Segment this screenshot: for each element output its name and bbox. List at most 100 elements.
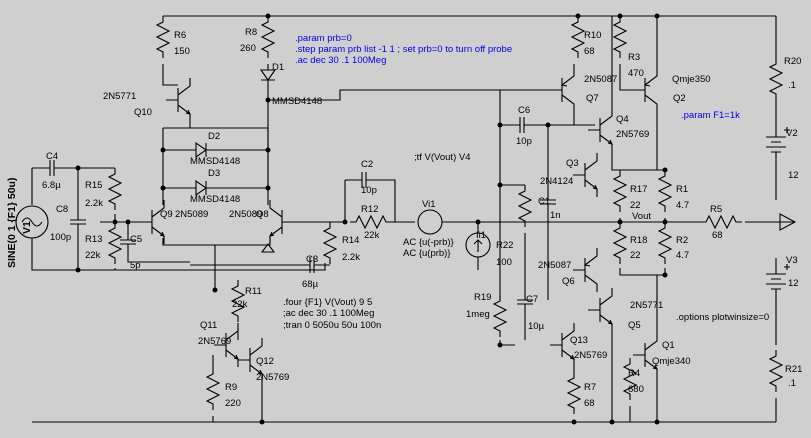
label-r22-value: 100 xyxy=(496,257,512,268)
directive-four: .four {F1} V(Vout) 9 5 xyxy=(283,297,372,308)
label-q5-value: 2N5771 xyxy=(630,300,663,311)
label-c7-value: 10µ xyxy=(528,321,545,332)
label-r12-value: 22k xyxy=(364,230,380,241)
label-q12-value: 2N5769 xyxy=(256,372,289,383)
label-r4-name: R4 xyxy=(628,368,640,379)
label-r7-name: R7 xyxy=(584,382,596,393)
resistor-r3 xyxy=(613,15,627,59)
resistor-r22 xyxy=(518,184,532,228)
diode-d2 xyxy=(189,142,213,158)
label-q6-value: 2N5087 xyxy=(538,260,571,271)
label-r7-value: 68 xyxy=(584,398,595,409)
net-label-vout: Vout xyxy=(632,211,651,222)
label-v2-value: 12 xyxy=(788,170,799,181)
label-r2-name: R2 xyxy=(676,235,688,246)
resistor-r9 xyxy=(206,367,220,411)
label-q4-value: 2N5769 xyxy=(616,129,649,140)
label-r2-value: 4.7 xyxy=(676,250,689,261)
label-r15-name: R15 xyxy=(85,180,102,191)
label-r3-value: 470 xyxy=(628,68,644,79)
label-q7-name: Q7 xyxy=(586,93,599,104)
label-v2-name: V2 xyxy=(786,128,798,139)
label-c8-name: C8 xyxy=(56,204,68,215)
label-r18-value: 22 xyxy=(630,250,641,261)
capacitor-c8 xyxy=(69,209,87,235)
label-r17-value: 22 xyxy=(630,200,641,211)
label-q8-name: Q8 xyxy=(256,209,269,220)
label-q7-value: 2N5087 xyxy=(584,74,617,85)
label-d2-name: D2 xyxy=(208,131,220,142)
label-ii1-value: AC {u(prb)} xyxy=(403,248,451,259)
label-c5-name: C5 xyxy=(130,234,142,245)
label-r14-name: R14 xyxy=(342,235,359,246)
label-r10-name: R10 xyxy=(584,30,601,41)
transistor-q7 xyxy=(549,67,575,113)
directive-param-f1: .param F1=1k xyxy=(681,110,740,121)
label-c6-name: C6 xyxy=(518,105,530,116)
label-r19-name: R19 xyxy=(474,292,491,303)
label-q3-name: Q3 xyxy=(566,158,579,169)
label-q2-name: Q2 xyxy=(673,93,686,104)
label-c5-value: 5p xyxy=(130,260,141,271)
directive-tf: ;tf V(Vout) V4 xyxy=(414,152,471,163)
label-r20-name: R20 xyxy=(784,56,801,67)
diode-d3 xyxy=(189,180,213,196)
label-d3-name: D3 xyxy=(208,168,220,179)
directive-param-prb: .param prb=0 xyxy=(295,33,352,44)
label-r8-value: 260 xyxy=(240,43,256,54)
resistor-r21 xyxy=(769,349,783,393)
label-d2-value: MMSD4148 xyxy=(190,156,240,167)
label-v3-name: V3 xyxy=(786,255,798,266)
label-q1-value: Qmje340 xyxy=(652,356,691,367)
capacitor-c6 xyxy=(509,116,535,134)
resistor-r14 xyxy=(323,221,337,265)
label-q12-name: Q12 xyxy=(256,356,274,367)
directive-ac-top: .ac dec 30 .1 100Meg xyxy=(295,55,386,66)
label-c8-value: 100p xyxy=(50,232,71,243)
label-c7-name: C7 xyxy=(526,294,538,305)
label-r20-value: .1 xyxy=(788,80,796,91)
label-c4-name: C4 xyxy=(46,151,58,162)
label-r12-name: R12 xyxy=(361,204,378,215)
label-q4-name: Q4 xyxy=(616,114,629,125)
resistor-r19 xyxy=(493,294,507,338)
label-vi1-value: AC {u(-prb)} xyxy=(403,237,454,248)
label-r8-name: R8 xyxy=(245,27,257,38)
label-c1-value: 1n xyxy=(550,210,561,221)
directive-ac-bottom: ;ac dec 30 .1 100Meg xyxy=(283,308,374,319)
label-d1-value: MMSD4148 xyxy=(272,96,322,107)
directive-tran: ;tran 0 5050u 50u 100n xyxy=(283,320,381,331)
label-r4-value: 680 xyxy=(628,384,644,395)
label-q8-value: 2N5089 xyxy=(229,209,262,220)
label-v1-name: V1 xyxy=(21,221,33,234)
label-r5-name: R5 xyxy=(710,204,722,215)
resistor-r10 xyxy=(571,15,585,59)
battery-v3 xyxy=(765,261,791,302)
label-c6-value: 10p xyxy=(516,136,532,147)
label-r22-name: R22 xyxy=(496,240,513,251)
resistor-r6 xyxy=(156,15,170,59)
label-q10-name: Q10 xyxy=(134,107,152,118)
label-r9-value: 220 xyxy=(225,398,241,409)
label-r14-value: 2.2k xyxy=(342,252,360,263)
transistor-q6 xyxy=(572,247,598,293)
label-c3-name: C3 xyxy=(306,254,318,265)
label-c2-name: C2 xyxy=(361,159,373,170)
label-q13-value: 2N5769 xyxy=(574,350,607,361)
label-q11-value: 2N5769 xyxy=(198,336,231,347)
label-v3-value: 12 xyxy=(788,278,799,289)
label-r21-value: .1 xyxy=(788,378,796,389)
label-r10-value: 68 xyxy=(584,46,595,57)
label-vi1-name: Vi1 xyxy=(422,199,436,210)
label-q10-value: 2N5771 xyxy=(103,91,136,102)
label-c2-value: 10p xyxy=(361,185,377,196)
label-q6-name: Q6 xyxy=(562,276,575,287)
resistor-r5 xyxy=(699,215,743,229)
label-q13-name: Q13 xyxy=(570,335,588,346)
label-r1-name: R1 xyxy=(676,184,688,195)
label-r13-value: 22k xyxy=(85,250,101,261)
resistor-r15 xyxy=(108,167,122,211)
label-d3-value: MMSD4148 xyxy=(190,194,240,205)
capacitor-c4 xyxy=(39,159,65,177)
label-r11-value: 22k xyxy=(232,299,248,310)
